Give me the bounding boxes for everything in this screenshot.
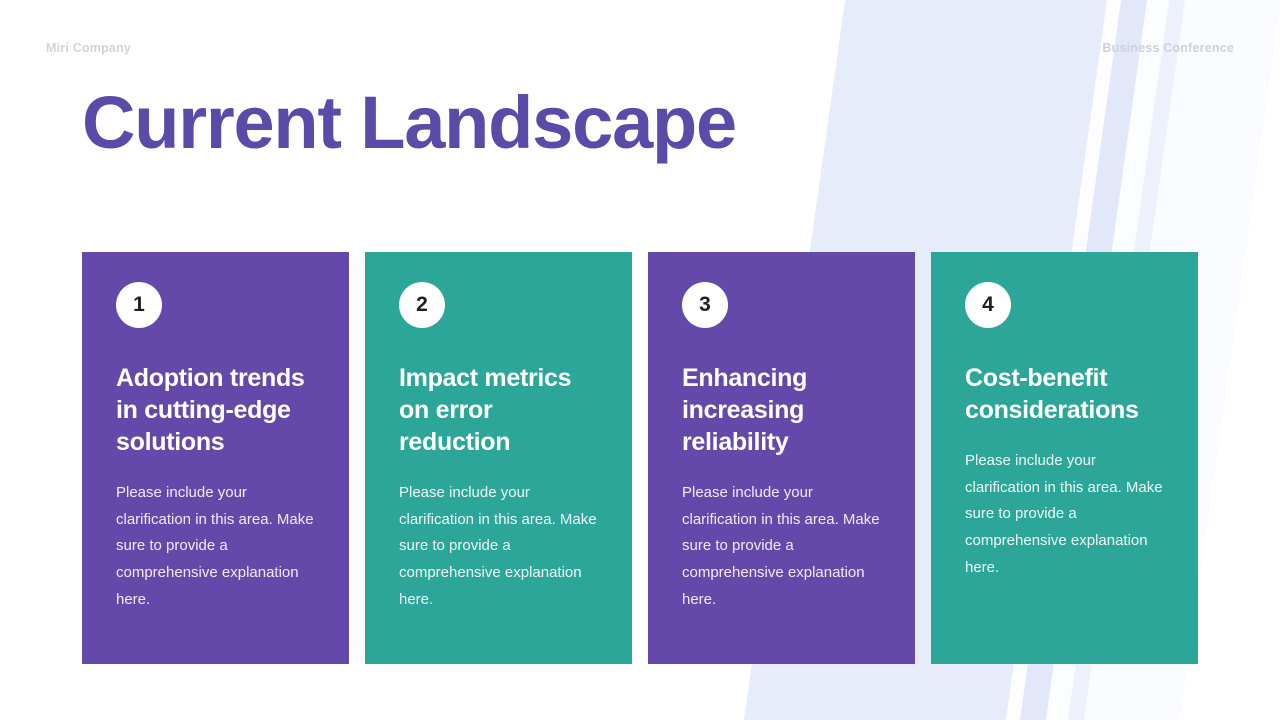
card-2[interactable]: 2 Impact metrics on error reduction Plea…: [365, 252, 632, 664]
card-4[interactable]: 4 Cost-benefit considerations Please inc…: [931, 252, 1198, 664]
card-1-body: Please include your clarification in thi…: [116, 484, 314, 608]
page-title: Current Landscape: [82, 81, 737, 164]
card-3-number-badge: 3: [682, 282, 728, 328]
card-1-title: Adoption trends in cutting-edge solution…: [116, 364, 305, 456]
card-1-number-badge: 1: [116, 282, 162, 328]
card-3[interactable]: 3 Enhancing increasing reliability Pleas…: [648, 252, 915, 664]
card-4-title: Cost-benefit considerations: [965, 364, 1139, 424]
slide-header: Miri Company Business Conference: [0, 36, 1280, 60]
header-event-label: Business Conference: [1102, 41, 1234, 55]
card-2-number-badge: 2: [399, 282, 445, 328]
header-company-label: Miri Company: [46, 41, 132, 55]
card-1[interactable]: 1 Adoption trends in cutting-edge soluti…: [82, 252, 349, 664]
card-4-number-badge: 4: [965, 282, 1011, 328]
card-2-body: Please include your clarification in thi…: [399, 484, 597, 608]
card-3-title: Enhancing increasing reliability: [682, 364, 808, 456]
card-2-title: Impact metrics on error reduction: [399, 364, 572, 456]
card-row: 1 Adoption trends in cutting-edge soluti…: [82, 252, 1198, 664]
card-3-body: Please include your clarification in thi…: [682, 484, 880, 608]
card-4-body: Please include your clarification in thi…: [965, 452, 1163, 576]
